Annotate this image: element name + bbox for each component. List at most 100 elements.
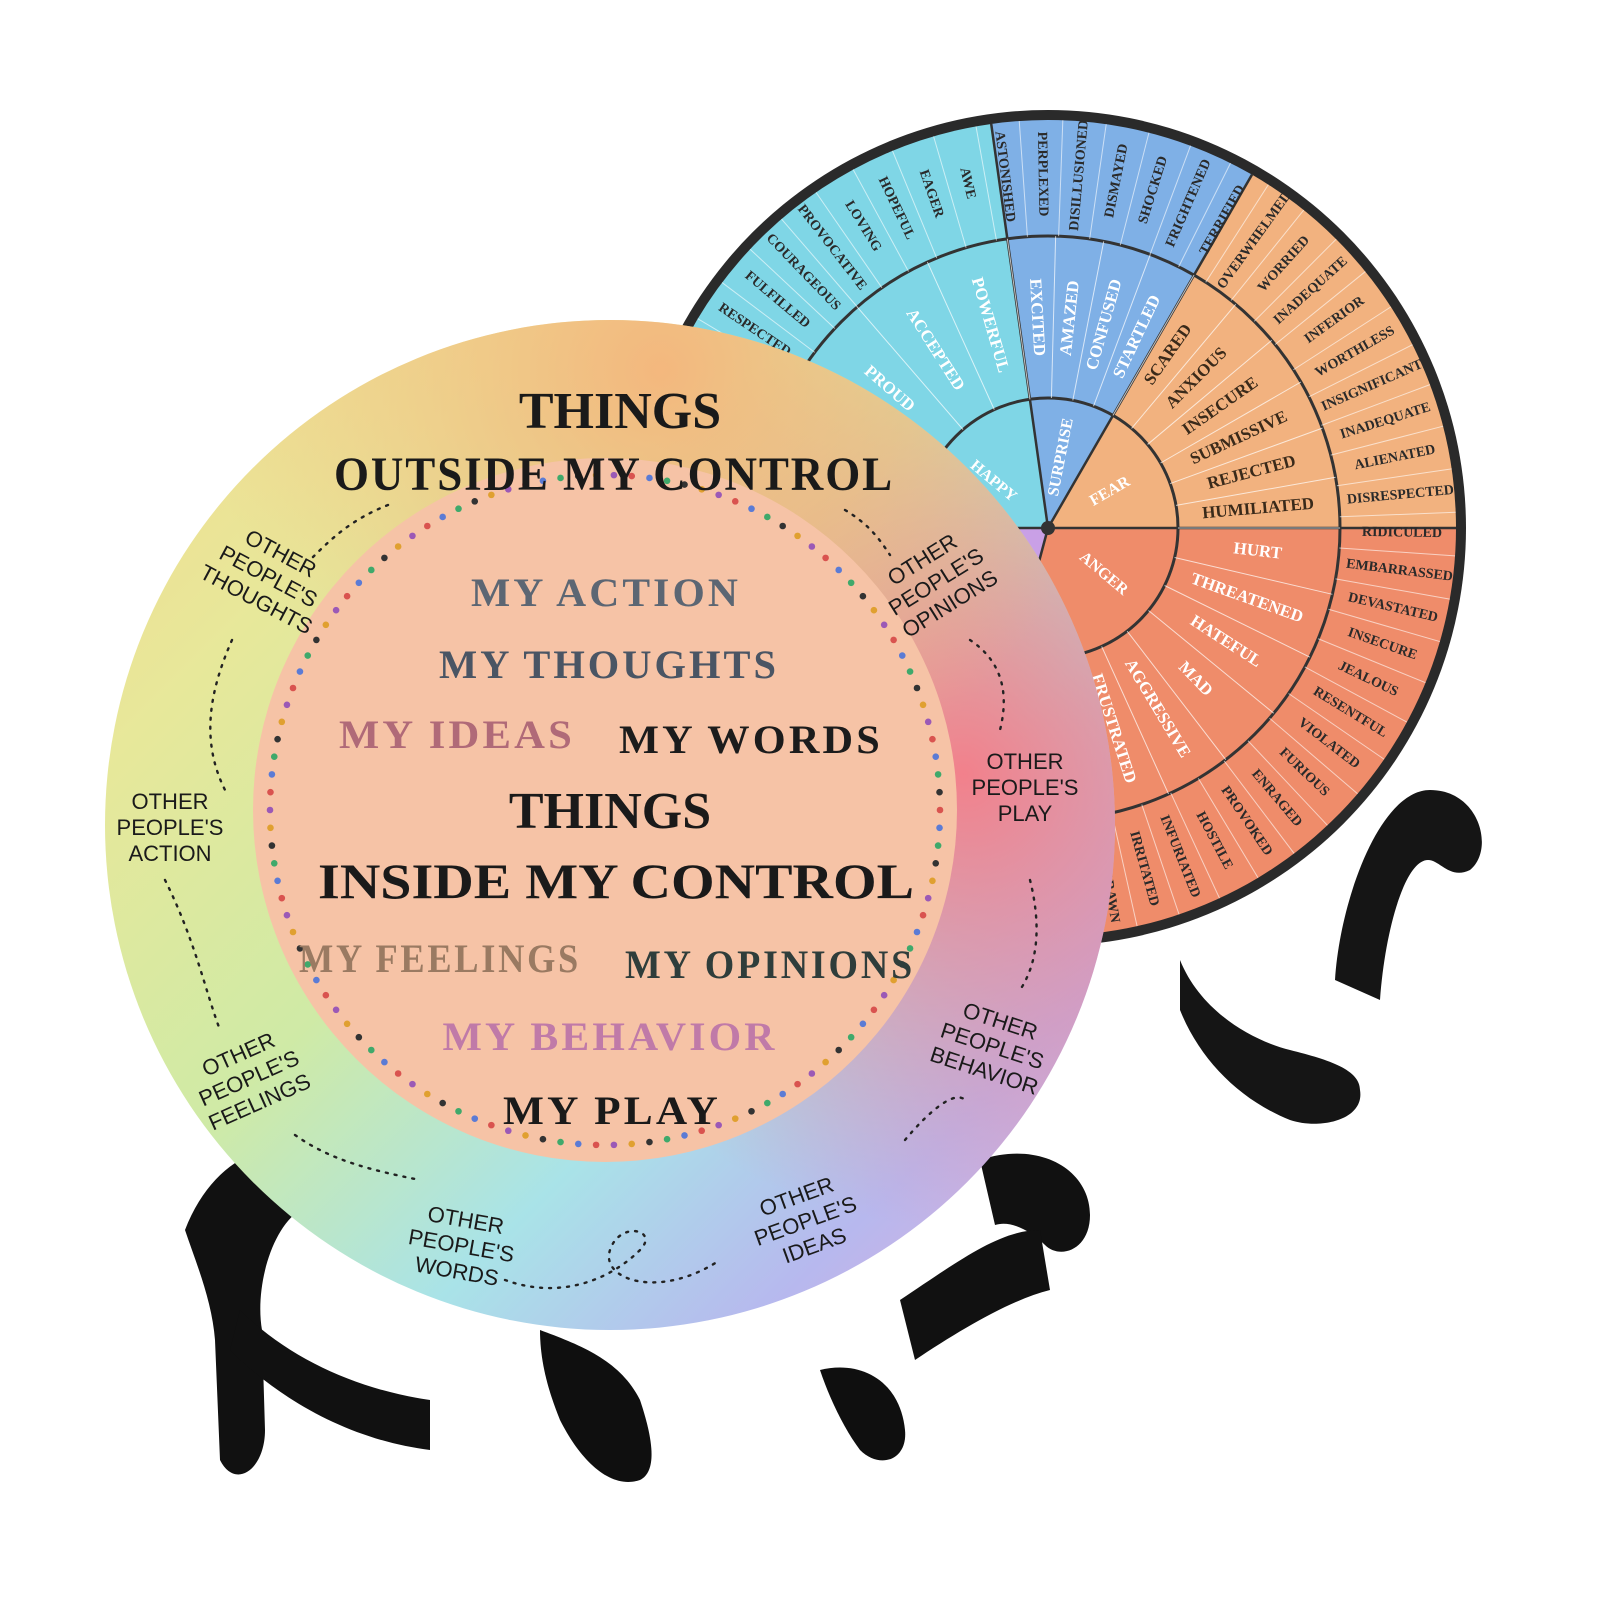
ring-dot (439, 513, 446, 521)
wheel-outer-divider (1317, 638, 1426, 684)
svg-text:PEOPLE'S: PEOPLE'S (117, 815, 224, 840)
dotted-path (503, 1229, 722, 1290)
wheel-outer-divider (1288, 693, 1385, 760)
ring-dot (929, 735, 936, 743)
control-circle-plate (105, 320, 1115, 1330)
ring-dot (835, 1046, 843, 1054)
ring-dot (898, 652, 906, 659)
ring-dot (592, 1141, 600, 1149)
ring-dot (471, 1115, 479, 1122)
ring-dot (409, 532, 416, 540)
ring-dot (488, 491, 495, 499)
ring-dot (283, 911, 291, 919)
ring-dot (764, 1099, 771, 1107)
ring-dot (574, 472, 582, 480)
wheel-outer-divider (1149, 145, 1192, 255)
wheel-outer-divider (1304, 666, 1408, 723)
ring-dot (934, 771, 942, 778)
ring-dot (394, 543, 402, 550)
inner-heading-line-1: THINGS (509, 783, 711, 840)
item-my-action: MY ACTION (471, 570, 741, 615)
ring-dot (929, 877, 936, 885)
ring-dot (628, 472, 636, 480)
ring-dot (266, 806, 274, 814)
ring-dot (304, 652, 312, 659)
ring-dot (748, 505, 755, 513)
wheel-mid-divider (1072, 241, 1105, 401)
wheel-mid-divider (1147, 339, 1273, 445)
ring-dot (890, 976, 897, 984)
ring-dot (932, 859, 940, 867)
wheel-outer-label: PERPLEXED (1034, 132, 1050, 217)
ring-dot (381, 554, 388, 562)
ring-dot (835, 566, 843, 574)
ring-dot (268, 842, 276, 849)
wheel-outer-divider (1197, 778, 1259, 879)
wheel-outer-divider (1253, 238, 1337, 322)
ring-dot (663, 1135, 671, 1143)
wheel-mid-divider (926, 261, 995, 410)
ring-dot (355, 579, 363, 587)
ring-dot (270, 859, 278, 867)
wheel-outer-divider (892, 150, 938, 259)
dotted-path (843, 508, 892, 557)
ring-dot (313, 636, 320, 644)
ring-dot (394, 1070, 402, 1077)
svg-text:PEOPLE'S: PEOPLE'S (972, 775, 1079, 800)
outer-heading: THINGS OUTSIDE MY CONTROL (334, 383, 892, 501)
wheel-outer-divider (1339, 511, 1456, 518)
wheel-outer-divider (852, 169, 909, 272)
ring-dot (471, 498, 479, 505)
ring-dot (906, 668, 914, 675)
wheel-outer-divider (1321, 384, 1431, 426)
item-my-behavior: MY BEHAVIOR (443, 1014, 778, 1059)
wheel-outer-divider (1170, 792, 1220, 899)
ring-dot (898, 961, 906, 968)
wheel-outer-divider (1141, 804, 1180, 915)
ring-dot (859, 592, 867, 600)
back-stand (1180, 790, 1482, 1124)
wheel-outer-divider (1293, 306, 1392, 371)
ring-dot (870, 606, 878, 614)
ring-dot (304, 961, 312, 968)
ring-dot (847, 579, 855, 587)
ring-dot (332, 1006, 340, 1014)
wheel-outer-divider (975, 126, 997, 241)
ring-dot (504, 485, 512, 493)
ring-dot (504, 1127, 512, 1135)
wheel-mid-divider (1174, 557, 1333, 595)
ring-dot (764, 513, 771, 521)
dotted-ring (266, 471, 944, 1149)
ring-dot (890, 636, 897, 644)
ring-dot (731, 1115, 739, 1122)
wheel-outer-divider (1269, 717, 1358, 795)
ring-dot (557, 1138, 564, 1146)
ring-dot (439, 1099, 446, 1107)
inside-items: MY ACTION MY THOUGHTS MY IDEAS MY WORDS … (299, 570, 914, 1133)
ring-dot (289, 684, 297, 692)
wheel-outer-divider (1328, 608, 1441, 643)
ring-dot (289, 928, 297, 936)
ring-dot (278, 718, 286, 726)
wheel-mid-divider (1101, 646, 1169, 795)
wheel-outer-divider (749, 248, 836, 329)
wheel-outer-label: AWE (956, 166, 978, 200)
dotted-paths (163, 503, 1038, 1290)
inner-heading-line-2: INSIDE MY CONTROL (318, 853, 914, 909)
wheel-outer-divider (1119, 132, 1150, 246)
ring-dot (859, 1020, 867, 1028)
ring-dot (424, 1090, 431, 1098)
ring-dot (409, 1080, 416, 1088)
ring-dot (880, 991, 888, 999)
ring-dot (924, 894, 932, 902)
ring-dot (343, 1020, 351, 1028)
dotted-path (163, 878, 222, 1032)
ring-dot (592, 471, 600, 479)
ring-dot (267, 788, 274, 796)
ring-dot (381, 1058, 388, 1066)
wheel-outer-divider (1336, 468, 1452, 487)
wheel-outer-divider (1111, 812, 1138, 927)
ring-dot (870, 1006, 878, 1014)
ring-dot (822, 1058, 829, 1066)
ring-dot (274, 877, 281, 885)
